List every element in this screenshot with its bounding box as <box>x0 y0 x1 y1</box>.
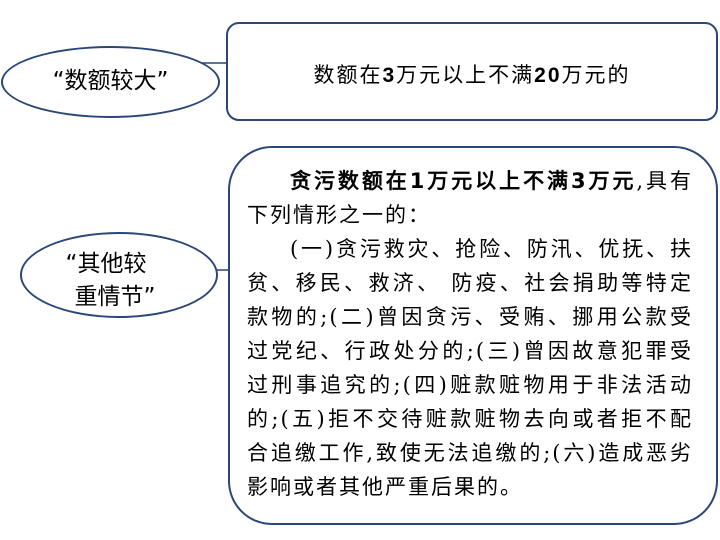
criteria-text-part: 万元的 <box>561 62 631 87</box>
text-line: 过党纪、行政处分的;(三)曾因故意犯罪受 <box>247 339 693 363</box>
serious-circumstances-label-line: “其他较 <box>65 251 147 277</box>
serious-criteria-lead-tail: ,具有 <box>636 169 693 193</box>
large-amount-criteria-box: 数额在3万元以上不满20万元的 <box>226 22 718 121</box>
serious-circumstances-box: 贪污数额在1万元以上不满3万元,具有 下列情形之一的： (一)贪污救灾、抢险、防… <box>228 146 718 525</box>
criteria-number: 20 <box>534 63 562 87</box>
text-line: (一)贪污救灾、抢险、防汛、优抚、扶 <box>290 237 693 261</box>
serious-circumstances-text: 贪污数额在1万元以上不满3万元,具有 下列情形之一的： (一)贪污救灾、抢险、防… <box>247 164 693 504</box>
criteria-number: 3 <box>382 63 397 87</box>
text-line: 贫、移民、救济、 防疫、社会捐助等特定 <box>247 271 693 295</box>
serious-circumstances-ellipse: “其他较 重情节” <box>20 232 218 318</box>
serious-criteria-lead: 贪污数额在1万元以上不满3万元 <box>290 169 637 193</box>
text-line: 款物的;(二)曾因贪污、受贿、挪用公款受 <box>247 305 693 329</box>
criteria-text-part: 数额在 <box>313 62 383 87</box>
text-line: 下列情形之一的： <box>247 203 431 227</box>
text-line: 过刑事追究的;(四)赃款赃物用于非法活动 <box>247 373 693 397</box>
serious-circumstances-label-line: 重情节” <box>74 284 156 310</box>
large-amount-criteria-text: 数额在3万元以上不满20万元的 <box>313 59 630 89</box>
criteria-text-part: 万元以上不满 <box>396 62 535 87</box>
text-line: 贪污数额在1万元以上不满3万元,具有 <box>247 164 693 198</box>
large-amount-ellipse: “数额较大” <box>1 46 220 118</box>
text-line: 合追缴工作,致使无法追缴的;(六)造成恶劣 <box>247 441 693 465</box>
text-line: 的;(五)拒不交待赃款赃物去向或者拒不配 <box>247 407 693 431</box>
large-amount-label: “数额较大” <box>52 67 169 94</box>
text-line: 影响或者其他严重后果的。 <box>247 475 523 499</box>
